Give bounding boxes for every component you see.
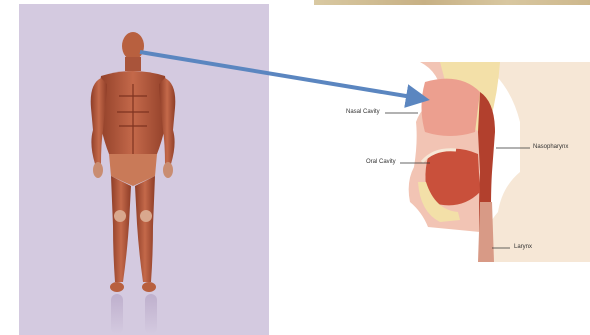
right-leg (135, 176, 155, 282)
top-image-strip (314, 0, 590, 5)
left-leg (111, 176, 131, 282)
head (122, 32, 144, 60)
larynx-label: Larynx (514, 244, 532, 250)
muscle-figure-illustration (19, 4, 269, 335)
nasal-cavity-label: Nasal Cavity (346, 109, 380, 115)
human-figure-panel (19, 4, 269, 335)
head-anatomy-panel: Nasal Cavity Oral Cavity Nasopharynx Lar… (330, 62, 590, 262)
nasopharynx-label: Nasopharynx (533, 144, 568, 150)
right-foot (142, 282, 156, 292)
tongue (425, 149, 480, 206)
left-foot (110, 282, 124, 292)
larynx-shape (478, 202, 494, 262)
nasal-cavity-shape (422, 79, 481, 136)
figure-reflection (111, 294, 157, 334)
oral-cavity-label: Oral Cavity (366, 159, 396, 165)
neck (125, 57, 141, 71)
